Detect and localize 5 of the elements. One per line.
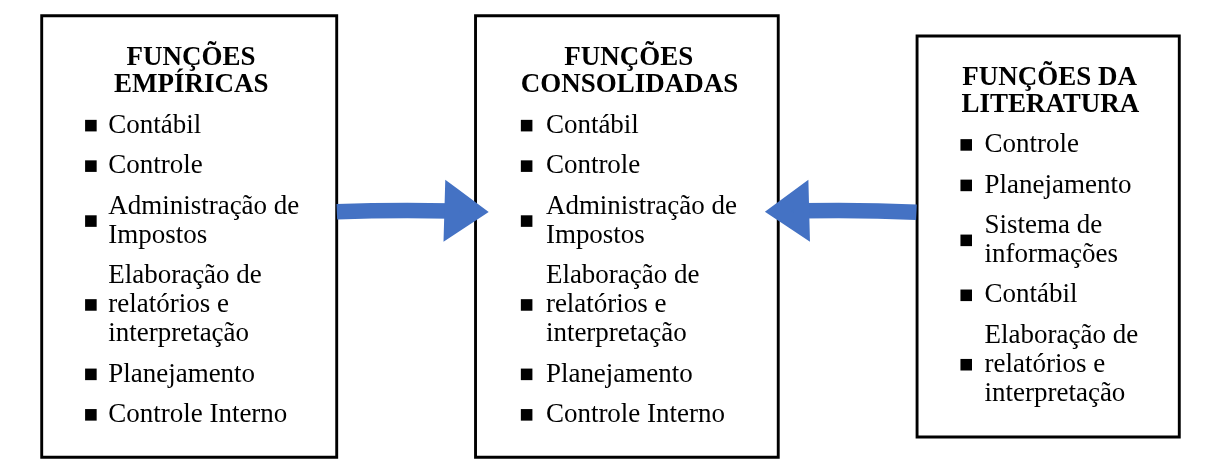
- arrow: [336, 179, 489, 242]
- node-box: FUNÇÕES CONSOLIDADAS Contábil Controle Administração de Impostos Elaboração de relatórios e interpretação Planejamento Controle Interno: [474, 14, 780, 459]
- node-box: FUNÇÕES DA LITERATURA Controle Planejamento Sistema de informações Contábil Elaboração de relatórios e interpretação: [915, 34, 1181, 439]
- arrow: [764, 179, 917, 242]
- node-box: FUNÇÕES EMPÍRICAS Contábil Controle Administração de Impostos Elaboração de relatórios e interpretação Planejamento Controle Interno: [40, 14, 339, 459]
